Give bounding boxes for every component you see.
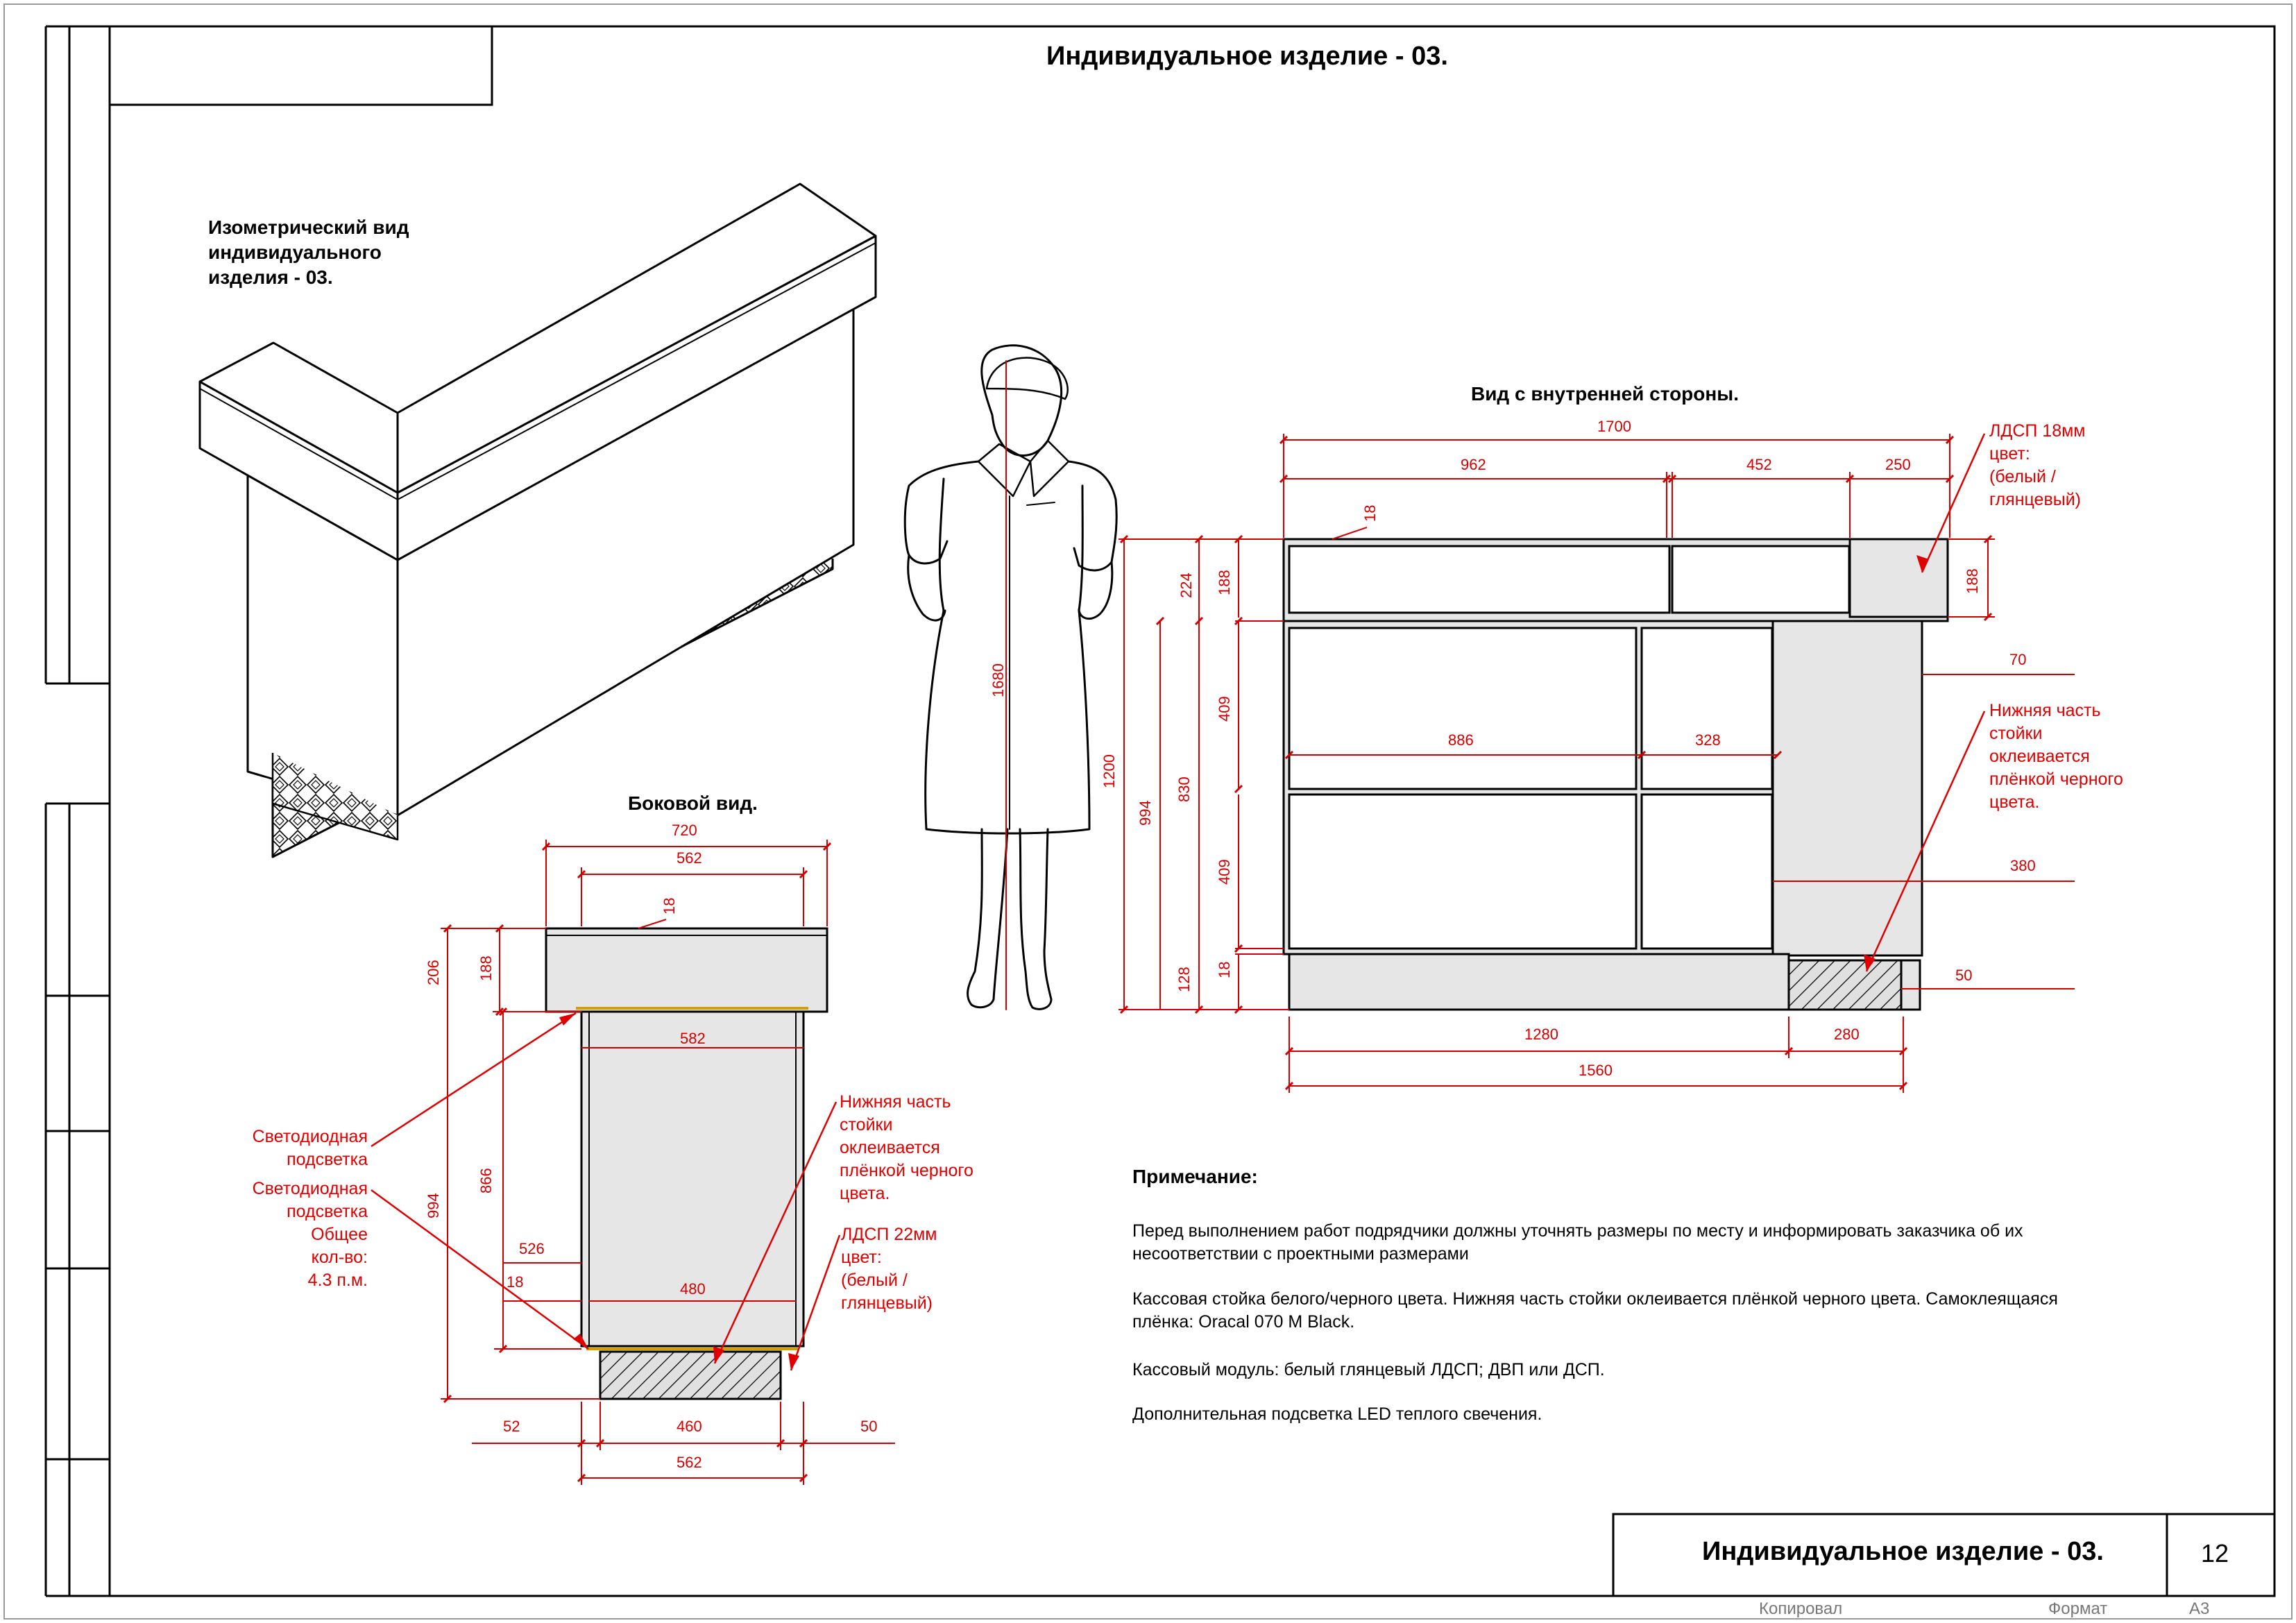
dim-inner-h224: 224 bbox=[1177, 572, 1195, 598]
dim-inner-section-a: 962 bbox=[1461, 456, 1486, 473]
inner-view-structure bbox=[1282, 538, 1949, 1011]
dim-side-w562-bottom: 562 bbox=[677, 1454, 702, 1471]
notes-heading: Примечание: bbox=[1132, 1166, 1258, 1187]
dim-inner-section-b: 452 bbox=[1746, 456, 1772, 473]
dimension-ticks bbox=[443, 435, 1993, 1483]
dim-inner-d380: 380 bbox=[2010, 857, 2036, 874]
dim-inner-h128: 128 bbox=[1175, 967, 1193, 992]
callout-ldsp22-line1: ЛДСП 22мм bbox=[841, 1225, 937, 1244]
dim-inner-h188-right: 188 bbox=[1964, 568, 1981, 594]
callout-lower-inner-line3: оклеивается bbox=[1989, 747, 2090, 766]
callout-lower-inner-line2: стойки bbox=[1989, 724, 2043, 743]
callout-lower-part-side: Нижняя часть стойки оклеивается плёнкой … bbox=[840, 1091, 973, 1205]
callout-ldsp22-line3: (белый / bbox=[841, 1271, 908, 1290]
callout-lower-side-line1: Нижняя часть bbox=[840, 1092, 951, 1112]
dim-side-w582: 582 bbox=[680, 1030, 706, 1047]
callout-led-2: Светодиодная подсветка Общее кол-во: 4.3… bbox=[208, 1178, 368, 1292]
dim-side-w720: 720 bbox=[672, 822, 697, 839]
callout-led-1: Светодиодная подсветка bbox=[208, 1125, 368, 1171]
callout-ldsp18-line2: цвет: bbox=[1989, 444, 2030, 464]
callout-led1-line2: подсветка bbox=[287, 1150, 368, 1169]
callout-ldsp22-line2: цвет: bbox=[841, 1248, 882, 1267]
dim-inner-h994: 994 bbox=[1137, 800, 1154, 826]
callout-ldsp22-line4: глянцевый) bbox=[841, 1293, 933, 1313]
callout-lower-side-line4: плёнкой черного bbox=[840, 1161, 973, 1180]
note-2: Кассовая стойка белого/черного цвета. Ни… bbox=[1132, 1289, 2058, 1332]
callout-led2-line1: Светодиодная bbox=[252, 1179, 368, 1198]
callout-led2-line5: 4.3 п.м. bbox=[307, 1271, 368, 1290]
side-view-label: Боковой вид. bbox=[628, 792, 758, 814]
dim-inner-h18: 18 bbox=[1216, 961, 1233, 978]
dim-inner-w1280: 1280 bbox=[1524, 1026, 1558, 1043]
dim-side-top-thickness: 18 bbox=[661, 897, 678, 915]
callout-lower-side-line3: оклеивается bbox=[840, 1138, 940, 1157]
dimension-lines bbox=[441, 434, 2075, 1485]
dim-inner-w328: 328 bbox=[1695, 731, 1721, 749]
callout-ldsp22: ЛДСП 22мм цвет: (белый / глянцевый) bbox=[841, 1223, 937, 1315]
note-4: Дополнительная подсветка LED теплого све… bbox=[1132, 1404, 1542, 1424]
dim-side-h866: 866 bbox=[477, 1168, 495, 1193]
callout-ldsp18-line3: (белый / bbox=[1989, 467, 2056, 486]
inner-view-label: Вид с внутренней стороны. bbox=[1471, 383, 1739, 405]
dim-inner-w280: 280 bbox=[1834, 1026, 1860, 1043]
title-block-sheet-number: 12 bbox=[2201, 1539, 2229, 1567]
sheet-frame bbox=[3, 3, 2293, 1620]
callout-led2-line4: кол-во: bbox=[311, 1248, 368, 1267]
isometric-label-line2: индивидуального bbox=[208, 241, 382, 263]
callout-ldsp18-line4: глянцевый) bbox=[1989, 490, 2081, 509]
dim-inner-h1200: 1200 bbox=[1100, 754, 1118, 788]
dim-inner-h409-lower: 409 bbox=[1216, 859, 1233, 885]
callout-leaders bbox=[371, 433, 1986, 1371]
callout-led1-line1: Светодиодная bbox=[252, 1127, 368, 1146]
dim-inner-d50: 50 bbox=[1955, 967, 1973, 984]
dim-inner-top-thickness: 18 bbox=[1361, 504, 1379, 522]
sheet-title: Индивидуальное изделие - 03. bbox=[1046, 42, 1448, 71]
callout-led2-line2: подсветка bbox=[287, 1202, 368, 1221]
callout-ldsp18-line1: ЛДСП 18мм bbox=[1989, 421, 2086, 441]
dim-human-height: 1680 bbox=[989, 663, 1007, 697]
stamp-format-value: А3 bbox=[2189, 1599, 2210, 1618]
dim-side-w480: 480 bbox=[680, 1280, 706, 1298]
note-1: Перед выполнением работ подрядчики должн… bbox=[1132, 1221, 2023, 1264]
dim-inner-w1560: 1560 bbox=[1579, 1062, 1613, 1079]
dim-inner-d70: 70 bbox=[2009, 651, 2027, 668]
isometric-label-line3: изделия - 03. bbox=[208, 266, 333, 288]
dim-side-w52: 52 bbox=[503, 1418, 520, 1435]
title-block-title: Индивидуальное изделие - 03. bbox=[1702, 1537, 2104, 1566]
dim-side-h994: 994 bbox=[425, 1193, 442, 1218]
callout-led2-line3: Общее bbox=[311, 1225, 368, 1244]
dim-inner-h409-upper: 409 bbox=[1216, 696, 1233, 722]
callout-arrowheads bbox=[559, 555, 1929, 1370]
dim-inner-total-width: 1700 bbox=[1597, 418, 1631, 435]
dim-side-w562-top: 562 bbox=[677, 849, 702, 867]
callout-ldsp18: ЛДСП 18мм цвет: (белый / глянцевый) bbox=[1989, 420, 2086, 511]
side-view-structure bbox=[545, 927, 828, 1400]
callout-lower-side-line5: цвета. bbox=[840, 1184, 890, 1203]
callout-lower-inner-line5: цвета. bbox=[1989, 792, 2040, 812]
dim-side-h188: 188 bbox=[477, 955, 495, 981]
isometric-counter bbox=[198, 182, 877, 858]
dim-inner-h830: 830 bbox=[1175, 776, 1193, 802]
dim-side-w526: 526 bbox=[519, 1240, 545, 1257]
callout-lower-inner-line4: плёнкой черного bbox=[1989, 770, 2123, 789]
callout-lower-inner-line1: Нижняя часть bbox=[1989, 701, 2101, 720]
dim-side-h18: 18 bbox=[507, 1273, 524, 1291]
stamp-format-label: Формат bbox=[2048, 1599, 2108, 1618]
dim-side-w460: 460 bbox=[677, 1418, 702, 1435]
human-figure bbox=[903, 344, 1118, 1010]
dim-inner-section-c: 250 bbox=[1885, 456, 1911, 473]
callout-lower-part-inner: Нижняя часть стойки оклеивается плёнкой … bbox=[1989, 699, 2123, 814]
stamp-copied: Копировал bbox=[1759, 1599, 1843, 1618]
dim-inner-w886: 886 bbox=[1448, 731, 1474, 749]
dim-inner-h188: 188 bbox=[1216, 570, 1233, 595]
isometric-label-line1: Изометрический вид bbox=[208, 216, 409, 238]
dim-side-h206: 206 bbox=[425, 960, 442, 985]
callout-lower-side-line2: стойки bbox=[840, 1115, 893, 1135]
note-3: Кассовый модуль: белый глянцевый ЛДСП; Д… bbox=[1132, 1360, 1605, 1379]
dim-side-w50: 50 bbox=[860, 1418, 878, 1435]
